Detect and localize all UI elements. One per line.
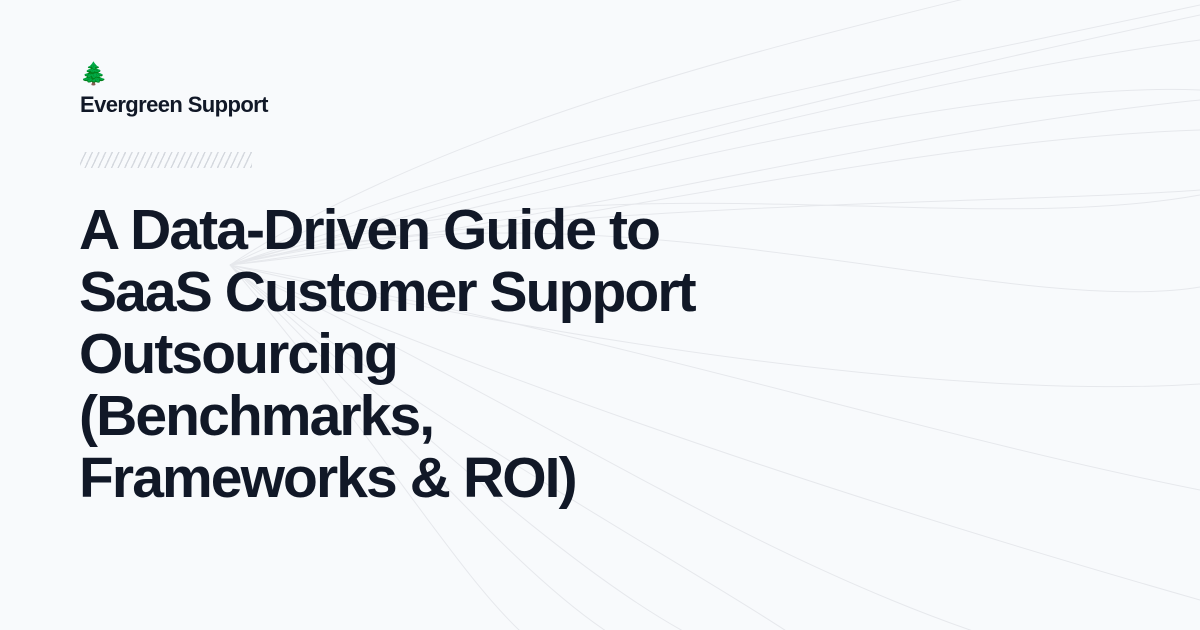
- evergreen-tree-icon: 🌲: [80, 61, 108, 86]
- title-line-5: Frameworks & ROI): [79, 446, 578, 510]
- title-line-2: SaaS Customer Support: [79, 260, 697, 324]
- brand-name: Evergreen Support: [80, 92, 268, 117]
- page-title: A Data-Driven Guide to SaaS Customer Sup…: [79, 199, 839, 509]
- brand-logo: 🌲 Evergreen Support: [80, 60, 268, 118]
- hatched-separator: [80, 152, 252, 168]
- title-line-3: Outsourcing: [79, 322, 399, 386]
- title-line-4: (Benchmarks,: [79, 384, 435, 448]
- title-line-1: A Data-Driven Guide to: [79, 198, 661, 262]
